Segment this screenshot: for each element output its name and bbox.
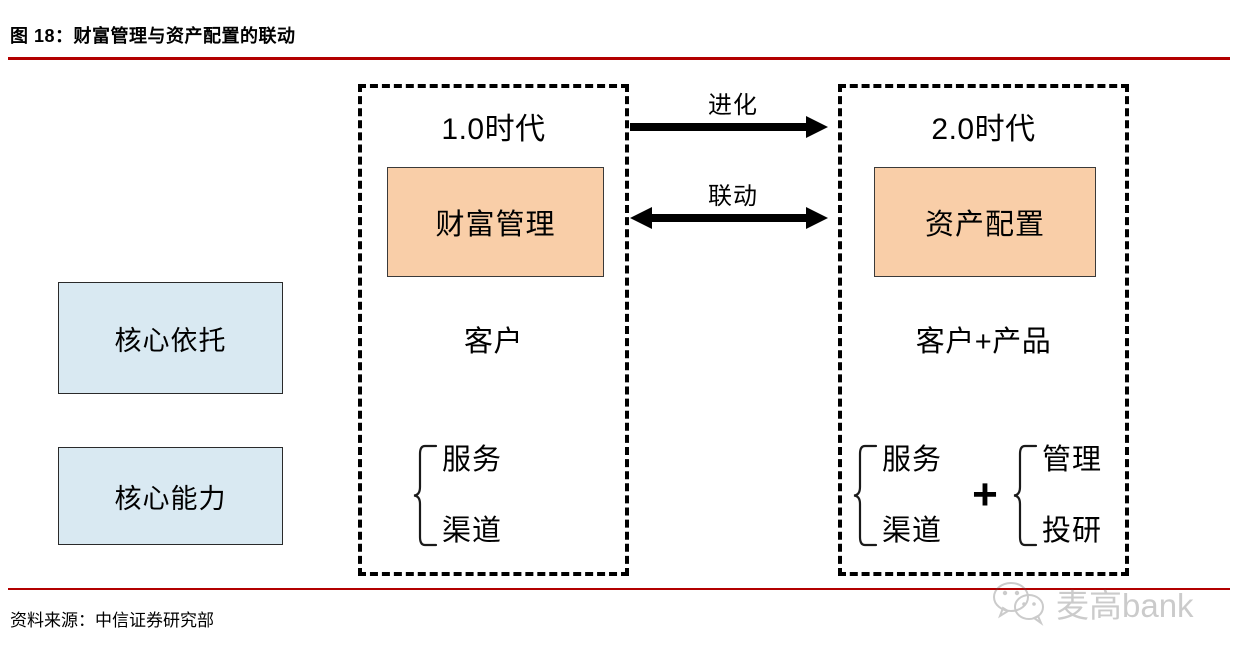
- list-item: 渠道: [882, 514, 943, 547]
- list-item: 服务: [882, 443, 943, 476]
- era-1-0-title: 1.0时代: [441, 113, 546, 146]
- core-foundation-box: 核心依托: [58, 282, 283, 394]
- era-panel-1-0: [358, 84, 629, 576]
- figure-source: 资料来源：中信证券研究部: [10, 611, 214, 630]
- era-2-0-capability-brace-group-1: 服务 渠道: [852, 443, 942, 548]
- era-panel-2-0: [838, 84, 1129, 576]
- era-1-0-capability-list: 服务 渠道: [442, 443, 503, 547]
- era-2-0-subject: 客户+产品: [915, 326, 1052, 358]
- era-2-0-capability-list-2: 管理 投研: [1042, 443, 1103, 547]
- list-item: 管理: [1042, 443, 1103, 476]
- era-2-0-highlight-box: 资产配置: [874, 167, 1096, 277]
- era-1-0-capability-brace-group: 服务 渠道: [412, 443, 502, 548]
- arrow-evolve-label: 进化: [708, 92, 758, 119]
- watermark: 麦高bank: [990, 576, 1220, 630]
- arrow-both-icon: [630, 207, 828, 229]
- list-item: 服务: [442, 443, 503, 476]
- header-divider: [8, 57, 1230, 60]
- list-item: 投研: [1042, 514, 1103, 547]
- era-1-0-highlight-label: 财富管理: [435, 209, 556, 241]
- group-joiner-plus: +: [972, 470, 998, 519]
- figure-title: 图 18：财富管理与资产配置的联动: [10, 26, 296, 46]
- wechat-logo-icon: [993, 582, 1044, 626]
- era-2-0-title: 2.0时代: [931, 113, 1036, 146]
- core-foundation-label: 核心依托: [114, 325, 227, 356]
- watermark-text: 麦高bank: [1056, 587, 1194, 624]
- era-2-0-capability-brace-group-2: 管理 投研: [1012, 443, 1102, 548]
- era-1-0-highlight-box: 财富管理: [387, 167, 604, 277]
- era-2-0-highlight-label: 资产配置: [924, 209, 1045, 241]
- curly-brace-icon: [1013, 444, 1038, 547]
- core-capability-box: 核心能力: [58, 447, 283, 545]
- era-2-0-capability-list-1: 服务 渠道: [882, 443, 943, 547]
- arrow-right-icon: [630, 116, 828, 138]
- core-capability-label: 核心能力: [114, 483, 227, 514]
- arrow-link-label: 联动: [708, 183, 758, 210]
- curly-brace-icon: [853, 444, 878, 547]
- curly-brace-icon: [413, 444, 438, 547]
- list-item: 渠道: [442, 514, 503, 547]
- era-1-0-subject: 客户: [463, 326, 523, 358]
- footer-divider: [8, 588, 1230, 590]
